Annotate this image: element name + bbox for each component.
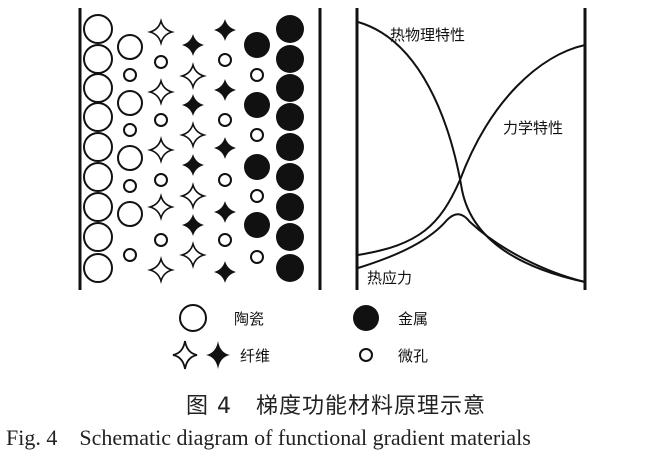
- thermal-stress-curve: [357, 213, 586, 283]
- metal-particle: [276, 74, 304, 102]
- metal-particle: [244, 92, 270, 118]
- metal-particle: [276, 193, 304, 221]
- fiber-outline-icon: [147, 193, 175, 221]
- metal-particle: [276, 254, 304, 282]
- fiber-outline-icon: [179, 121, 207, 149]
- ceramic-particle: [83, 14, 113, 44]
- fiber-outline-legend-icon: [172, 340, 198, 370]
- ceramic-particle: [83, 73, 113, 103]
- pore-icon: [218, 53, 232, 67]
- metal-legend-icon: [353, 305, 379, 331]
- thermal-stress-label: 热应力: [367, 269, 412, 287]
- metal-column: [276, 15, 304, 282]
- fiber-outline-icon: [179, 182, 207, 210]
- metal-particle: [276, 163, 304, 191]
- ceramic-particle: [83, 192, 113, 222]
- pore-icon: [250, 68, 264, 82]
- ceramic-particle: [83, 253, 113, 283]
- fiber-outline-icon: [147, 78, 175, 106]
- pore-icon: [154, 55, 168, 69]
- fiber-outline-icon: [147, 136, 175, 164]
- composition-panel: [78, 8, 322, 290]
- fiber-outline-icon: [179, 62, 207, 90]
- fiber-legend-label: 纤维: [240, 347, 270, 365]
- fiber-solid-column: [214, 19, 236, 283]
- pore-icon: [154, 233, 168, 247]
- fiber-solid-icon: [182, 154, 204, 176]
- pore-icon: [123, 179, 137, 193]
- fiber-outline-icon: [147, 256, 175, 284]
- caption-cn-title: 梯度功能材料原理示意: [255, 394, 486, 419]
- metal-particle: [244, 154, 270, 180]
- ceramic-column-large: [83, 14, 113, 283]
- pore-legend-icon: [359, 348, 373, 362]
- ceramic-particle: [117, 201, 143, 227]
- caption-chinese: 图 4 梯度功能材料原理示意: [0, 388, 672, 420]
- metal-particle: [276, 133, 304, 161]
- ceramic-particle: [117, 34, 143, 60]
- pore-icon: [218, 233, 232, 247]
- ceramic-column-medium: [117, 34, 143, 262]
- metal-particle: [244, 212, 270, 238]
- caption-en-number: Fig. 4: [6, 425, 58, 450]
- metal-particle: [276, 103, 304, 131]
- fiber-solid-icon: [182, 34, 204, 56]
- pore-icon: [154, 113, 168, 127]
- pore-icon: [154, 173, 168, 187]
- metal-particle: [244, 32, 270, 58]
- metal-legend-label: 金属: [398, 310, 428, 328]
- ceramic-legend-label: 陶瓷: [234, 310, 264, 328]
- mechanical-label: 力学特性: [503, 119, 563, 137]
- fiber-solid-icon: [214, 137, 236, 159]
- fiber-solid-icon: [214, 79, 236, 101]
- fiber-solid-icon: [182, 94, 204, 116]
- fiber-solid-icon: [214, 261, 236, 283]
- caption-en-title: Schematic diagram of functional gradient…: [79, 425, 531, 450]
- pore-icon: [123, 123, 137, 137]
- ceramic-particle: [83, 44, 113, 74]
- pore-icon: [250, 128, 264, 142]
- property-panel: 热物理特性 力学特性 热应力: [355, 8, 587, 290]
- pore-icon: [218, 113, 232, 127]
- legend: 陶瓷 金属 纤维 微孔: [172, 304, 428, 370]
- fiber-solid-icon: [182, 214, 204, 236]
- pore-icon: [123, 248, 137, 262]
- metal-particle: [276, 45, 304, 73]
- ceramic-particle: [83, 162, 113, 192]
- pore-icon: [123, 68, 137, 82]
- ceramic-particle: [83, 222, 113, 252]
- thermophysical-curve: [357, 21, 586, 283]
- fiber-solid-icon: [214, 201, 236, 223]
- mechanical-curve: [357, 44, 586, 256]
- fiber-solid-icon: [214, 19, 236, 41]
- ceramic-particle: [117, 145, 143, 171]
- fiber-solid-legend-icon: [206, 341, 230, 369]
- metal-particle: [276, 223, 304, 251]
- ceramic-particle: [117, 90, 143, 116]
- fiber-mixed-column: [179, 34, 207, 269]
- pore-icon: [218, 173, 232, 187]
- pore-legend-label: 微孔: [398, 347, 428, 365]
- metal-particle: [276, 15, 304, 43]
- fiber-outline-icon: [147, 18, 175, 46]
- ceramic-particle: [83, 132, 113, 162]
- ceramic-particle: [83, 102, 113, 132]
- metal-pore-column: [244, 32, 270, 264]
- ceramic-legend-icon: [179, 304, 207, 332]
- fiber-outline-icon: [179, 241, 207, 269]
- fiber-outline-pore-column: [147, 18, 175, 284]
- caption-cn-number: 图 4: [186, 394, 232, 419]
- thermophysical-label: 热物理特性: [390, 26, 465, 44]
- pore-icon: [250, 189, 264, 203]
- pore-icon: [250, 250, 264, 264]
- caption-english: Fig. 4 Schematic diagram of functional g…: [6, 425, 531, 451]
